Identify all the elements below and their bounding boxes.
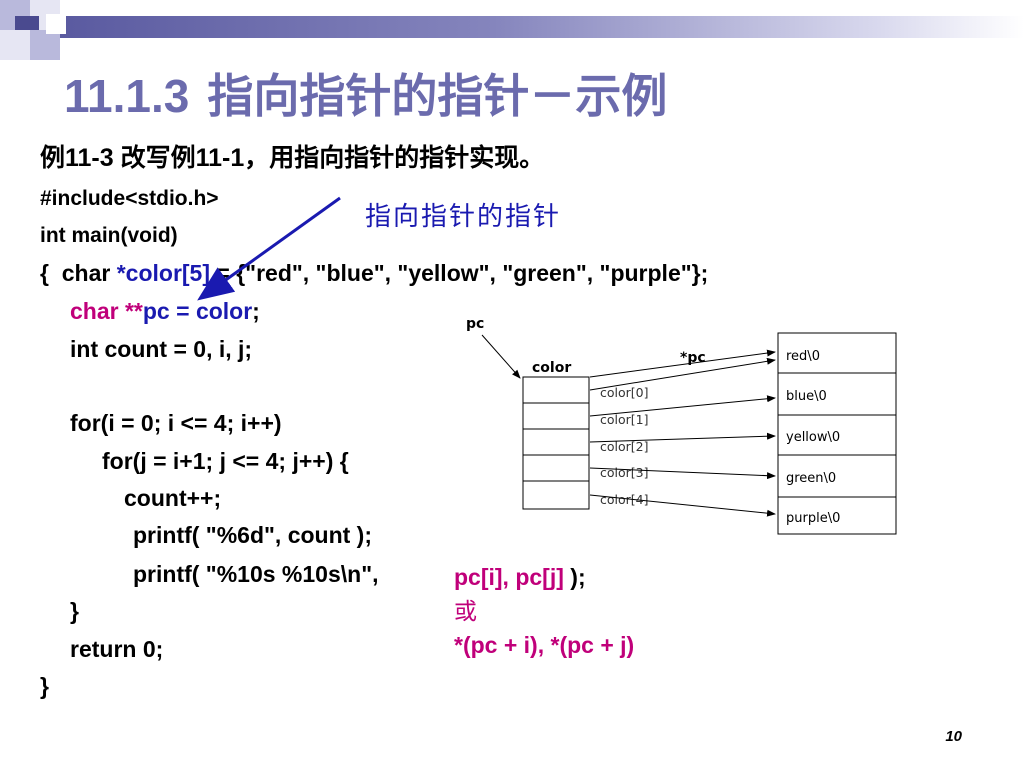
deref-arrow — [589, 349, 776, 378]
slide-title: 11.1.3 指向指针的指针－示例 — [64, 60, 667, 126]
string-value: green\0 — [786, 471, 836, 486]
color-array — [522, 376, 590, 510]
string-value: red\0 — [786, 349, 820, 364]
page-number: 10 — [945, 728, 962, 745]
color-label: color — [532, 360, 571, 376]
slot-label: color[3] — [600, 465, 649, 480]
deco-square — [30, 30, 60, 60]
pc-label: pc — [466, 316, 484, 332]
note-args-end: ); — [563, 564, 586, 590]
string-cell — [777, 496, 897, 535]
code-printf-names: printf( "%10s %10s\n", — [133, 561, 379, 587]
string-value: yellow\0 — [786, 430, 840, 445]
slot-label: color[4] — [600, 492, 649, 507]
code-text: = — [169, 298, 196, 324]
slot-label: color[2] — [600, 439, 649, 454]
string-value: purple\0 — [786, 511, 840, 526]
annotation-arrow — [197, 196, 341, 301]
code-highlight: color — [195, 298, 253, 324]
code-close-main: } — [40, 673, 49, 699]
note-args: pc[i], pc[j] — [454, 564, 564, 590]
slot-label: color[1] — [600, 412, 649, 427]
color-array-slot — [522, 428, 590, 456]
code-count-increment: count++; — [124, 485, 222, 511]
note-alternative: *(pc + i), *(pc + j) — [454, 632, 635, 658]
string-value: blue\0 — [786, 389, 827, 404]
code-text: = {"red", "blue", "yellow", "green", "pu… — [210, 260, 709, 286]
code-printf-count: printf( "%6d", count ); — [133, 522, 372, 548]
deco-square — [0, 30, 30, 60]
code-highlight: pc — [142, 298, 170, 324]
code-text: ; — [252, 298, 260, 324]
example-intro: 例11-3 改写例11-1，用指向指针的指针实现。 — [40, 144, 545, 172]
code-for-i: for(i = 0; i <= 4; i++) — [70, 410, 282, 436]
deco-square — [46, 14, 66, 34]
note-or: 或 — [454, 598, 477, 624]
code-highlight: *color[5] — [116, 260, 211, 286]
code-include: #include<stdio.h> — [40, 187, 219, 210]
slot-arrows — [589, 357, 776, 517]
code-text: { char — [40, 260, 117, 286]
code-counters: int count = 0, i, j; — [70, 336, 253, 362]
pointer-annotation: 指向指针的指针 — [365, 201, 562, 231]
slot-arrow — [589, 467, 776, 480]
color-array-slot — [522, 402, 590, 430]
slot-arrow — [589, 494, 776, 517]
code-close-inner: } — [70, 598, 79, 624]
title-number: 11.1.3 — [64, 70, 190, 122]
code-color-declaration: { char *color[5] = {"red", "blue", "yell… — [40, 262, 708, 285]
header-gradient-bar — [60, 16, 1024, 38]
code-pc-declaration: char **pc = color; — [70, 300, 260, 323]
code-for-j: for(j = i+1; j <= 4; j++) { — [102, 448, 349, 474]
slot-labels: color[0] color[1] color[2] color[3] colo… — [600, 385, 649, 507]
note-printf-args: pc[i], pc[j] ); — [454, 566, 586, 589]
code-return: return 0; — [70, 636, 164, 662]
slot-arrow — [589, 432, 776, 443]
pc-arrow — [481, 334, 521, 379]
code-main-signature: int main(void) — [40, 224, 178, 247]
string-table: red\0 blue\0 yellow\0 green\0 purple\0 — [777, 332, 897, 535]
color-array-slot — [522, 376, 590, 404]
slot-arrow — [589, 395, 776, 417]
color-array-slot — [522, 480, 590, 510]
slot-label: color[0] — [600, 385, 649, 400]
color-array-slot — [522, 454, 590, 482]
slot-arrow — [589, 357, 776, 391]
code-highlight: char ** — [70, 298, 143, 324]
title-text: 指向指针的指针－示例 — [207, 70, 668, 122]
